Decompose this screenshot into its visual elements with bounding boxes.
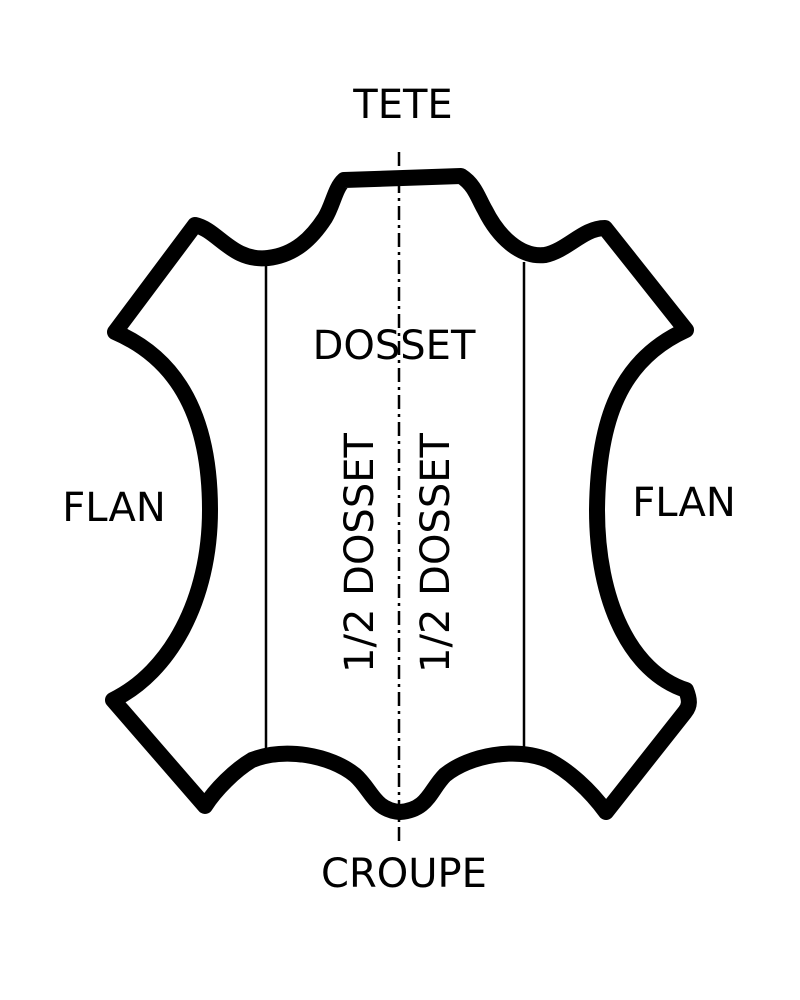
rump-label: CROUPE	[321, 851, 487, 897]
hide-outline	[105, 168, 697, 820]
head-label: TETE	[352, 82, 452, 128]
half-back-left-label: 1/2 DOSSET	[337, 433, 383, 673]
flank-left-label: FLAN	[62, 485, 166, 531]
flank-right-label: FLAN	[632, 480, 736, 526]
back-label: DOSSET	[313, 323, 476, 369]
half-back-right-label: 1/2 DOSSET	[413, 433, 459, 673]
